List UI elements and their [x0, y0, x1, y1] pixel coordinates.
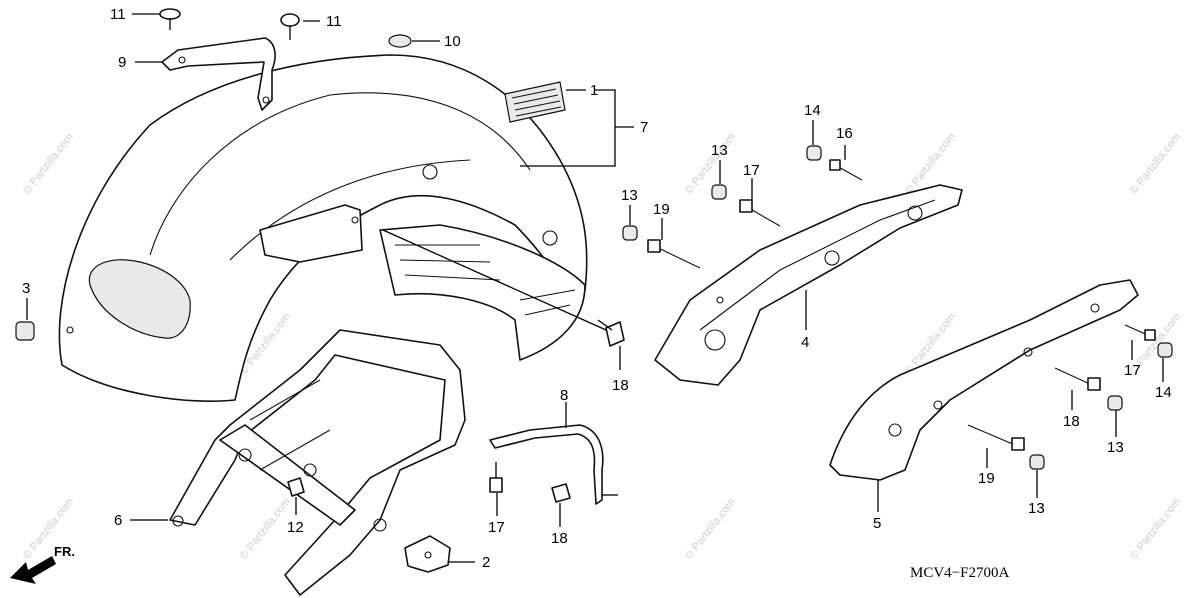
callout-14: 14 — [804, 102, 821, 119]
reflector[interactable] — [504, 81, 566, 123]
watermark: © Partzilla.com — [1128, 496, 1183, 562]
watermark: © Partzilla.com — [21, 131, 76, 197]
callout-11: 11 — [326, 13, 342, 30]
diagram-code: MCV4−F2700A — [910, 565, 1009, 581]
callout-19: 19 — [653, 201, 670, 218]
fasteners — [15, 8, 1173, 503]
callout-labels: 11 11 10 9 1 7 3 18 6 12 2 8 17 18 13 13… — [22, 6, 1172, 571]
side-cover[interactable] — [829, 279, 1139, 481]
callout-13: 13 — [711, 142, 728, 159]
callout-7: 7 — [640, 119, 648, 136]
callout-13: 13 — [1028, 500, 1045, 517]
callout-13: 13 — [1107, 439, 1124, 456]
stay-8[interactable] — [489, 424, 618, 505]
mount-bracket-9[interactable] — [161, 37, 276, 111]
watermark: © Partzilla.com — [1128, 131, 1183, 197]
callout-18: 17 — [743, 162, 760, 179]
watermark: © Partzilla.com — [683, 131, 738, 197]
callout-18: 18 — [1063, 413, 1080, 430]
callout-15: 18 — [551, 530, 568, 547]
front-arrow-icon — [10, 556, 56, 584]
leader-lines — [26, 13, 1164, 563]
sub-frame[interactable] — [169, 329, 466, 596]
watermark: © Partzilla.com — [683, 496, 738, 562]
callout-10: 10 — [444, 33, 461, 50]
callout-19: 19 — [978, 470, 995, 487]
callout-9: 9 — [118, 54, 126, 71]
callout-6: 6 — [114, 512, 122, 529]
callout-8: 8 — [560, 387, 568, 404]
bracket-2[interactable] — [404, 535, 451, 573]
callout-3: 3 — [22, 280, 30, 297]
rear-fender[interactable] — [58, 54, 588, 403]
grab-rail[interactable] — [654, 184, 963, 386]
callout-17: 16 — [836, 125, 853, 142]
callout-1: 1 — [590, 82, 598, 99]
callout-15: 17 — [488, 519, 505, 536]
callout-13: 13 — [621, 187, 638, 204]
direction-label: FR. — [54, 544, 75, 559]
callout-14: 14 — [1155, 384, 1172, 401]
callout-2: 2 — [482, 554, 490, 571]
callout-16: 18 — [612, 377, 629, 394]
callout-17: 17 — [1124, 362, 1141, 379]
watermark: © Partzilla.com — [238, 496, 293, 562]
callout-11: 11 — [110, 6, 126, 23]
callout-4: 4 — [801, 334, 809, 351]
front-direction-indicator: FR. — [10, 544, 75, 584]
callout-5: 5 — [873, 515, 881, 532]
callout-12: 12 — [287, 519, 304, 536]
